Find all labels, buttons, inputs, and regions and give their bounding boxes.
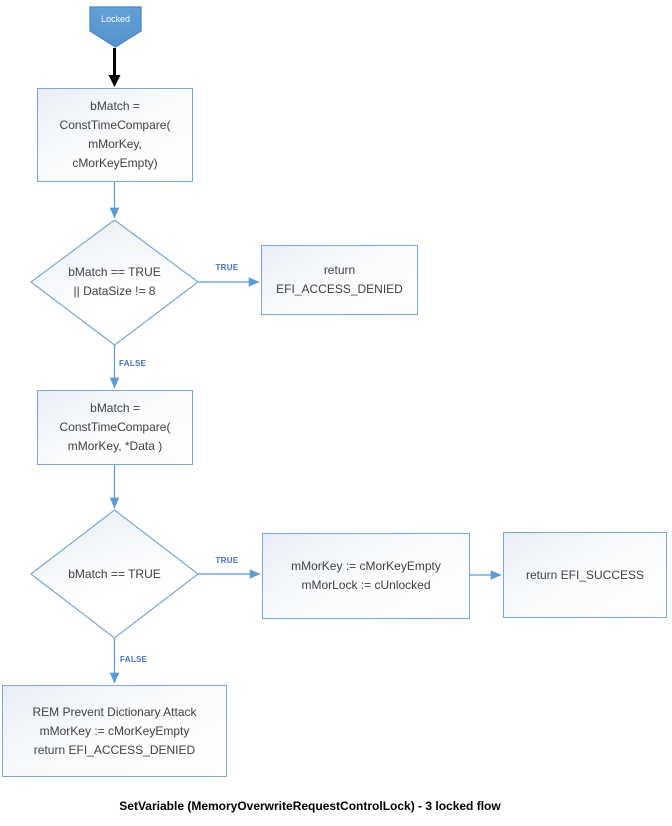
- process-line: bMatch =: [90, 401, 140, 415]
- terminator-line: EFI_ACCESS_DENIED: [276, 282, 403, 296]
- process-line: cMorKeyEmpty): [72, 156, 158, 170]
- process-unlock: mMorKey := cMorKeyEmpty mMorLock := cUnl…: [262, 533, 470, 619]
- start-arrow: [108, 48, 121, 87]
- decision1-diamond-shape: [29, 219, 200, 346]
- terminator-line: mMorKey := cMorKeyEmpty: [39, 723, 190, 738]
- edge-label-false1: FALSE: [119, 359, 147, 368]
- edge-label-false2: FALSE: [120, 655, 148, 664]
- terminator-line: REM Prevent Dictionary Attack: [32, 704, 197, 719]
- start-pentagon-shape: [89, 6, 142, 48]
- process-line: bMatch =: [90, 99, 140, 113]
- terminator-dictionary-attack: REM Prevent Dictionary Attack mMorKey :=…: [2, 685, 227, 777]
- process-compare-empty: bMatch = ConstTimeCompare( mMorKey, cMor…: [37, 88, 193, 182]
- start-label-text: Locked: [100, 14, 131, 24]
- edge-label-true2: TRUE: [215, 556, 239, 565]
- decision-line: bMatch == TRUE: [68, 265, 161, 279]
- terminator-access-denied-top: return EFI_ACCESS_DENIED: [261, 245, 418, 315]
- start-node-label: Locked: [90, 7, 141, 31]
- terminator-line: return EFI_ACCESS_DENIED: [33, 742, 196, 757]
- decision1-text: bMatch == TRUE || DataSize != 8: [44, 244, 185, 320]
- decision2-text: bMatch == TRUE: [44, 555, 185, 593]
- process-line: mMorKey,: [88, 137, 142, 151]
- process-line: ConstTimeCompare(: [59, 420, 171, 434]
- decision2-diamond-shape: [30, 509, 199, 639]
- terminator-line: return: [323, 263, 356, 277]
- decision-line: bMatch == TRUE: [68, 566, 161, 581]
- process-line: mMorLock := cUnlocked: [301, 578, 431, 592]
- edge-label-true1: TRUE: [215, 263, 239, 272]
- terminator-line: return EFI_SUCCESS: [525, 567, 645, 582]
- diagram-caption: SetVariable (MemoryOverwriteRequestContr…: [119, 799, 501, 813]
- terminator-success: return EFI_SUCCESS: [503, 532, 667, 618]
- process-line: mMorKey, *Data ): [67, 439, 163, 453]
- process-compare-data: bMatch = ConstTimeCompare( mMorKey, *Dat…: [37, 390, 193, 465]
- process-line: mMorKey := cMorKeyEmpty: [291, 559, 441, 573]
- process-line: ConstTimeCompare(: [59, 118, 171, 132]
- decision-line: || DataSize != 8: [73, 284, 156, 298]
